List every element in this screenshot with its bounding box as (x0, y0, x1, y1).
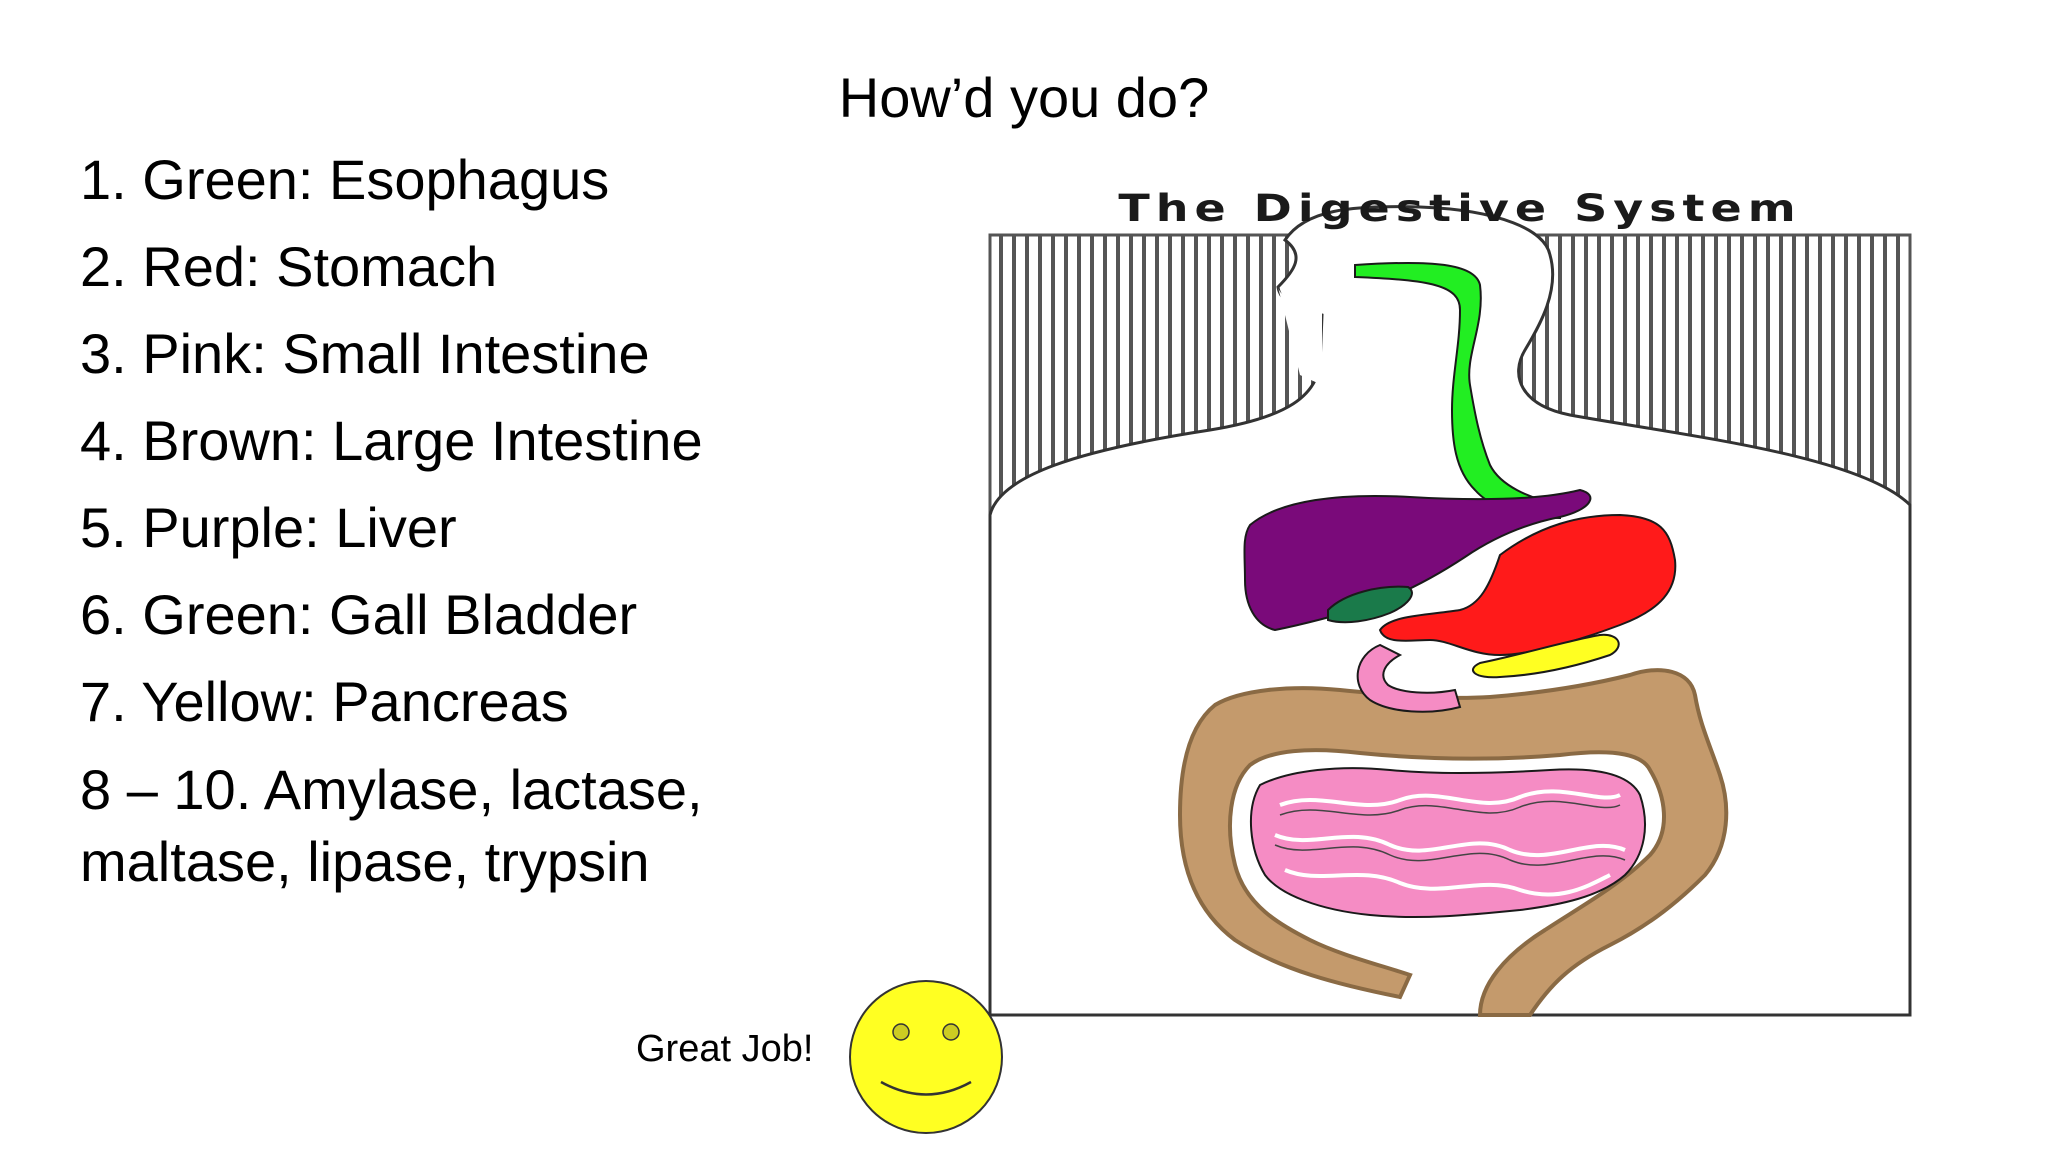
small-intestine-shape (1249, 767, 1646, 919)
answer-list: 1. Green: Esophagus 2. Red: Stomach 3. P… (80, 145, 880, 915)
answer-stomach: 2. Red: Stomach (80, 235, 498, 298)
liver-shape (1243, 488, 1592, 632)
answer-large-intestine: 4. Brown: Large Intestine (80, 409, 703, 472)
intestine-folds (1274, 789, 1626, 897)
great-job-label: Great Job! (636, 1028, 814, 1070)
diagram-title: The Digestive System (1118, 185, 1802, 231)
smiley-face-icon (846, 977, 1006, 1137)
slide-title: How’d you do? (838, 66, 1210, 129)
pancreas-shape (1472, 633, 1620, 679)
answer-enzymes: 8 – 10. Amylase, lactase, maltase, lipas… (80, 758, 703, 893)
answer-pancreas: 7. Yellow: Pancreas (80, 670, 569, 733)
answer-esophagus: 1. Green: Esophagus (80, 148, 610, 211)
answer-liver: 5. Purple: Liver (80, 496, 457, 559)
answer-small-intestine: 3. Pink: Small Intestine (80, 322, 650, 385)
large-intestine-shape (1177, 668, 1729, 1017)
gall-bladder-shape (1327, 585, 1413, 624)
answer-gall-bladder: 6. Green: Gall Bladder (80, 583, 638, 646)
digestive-system-diagram (960, 185, 1945, 1020)
